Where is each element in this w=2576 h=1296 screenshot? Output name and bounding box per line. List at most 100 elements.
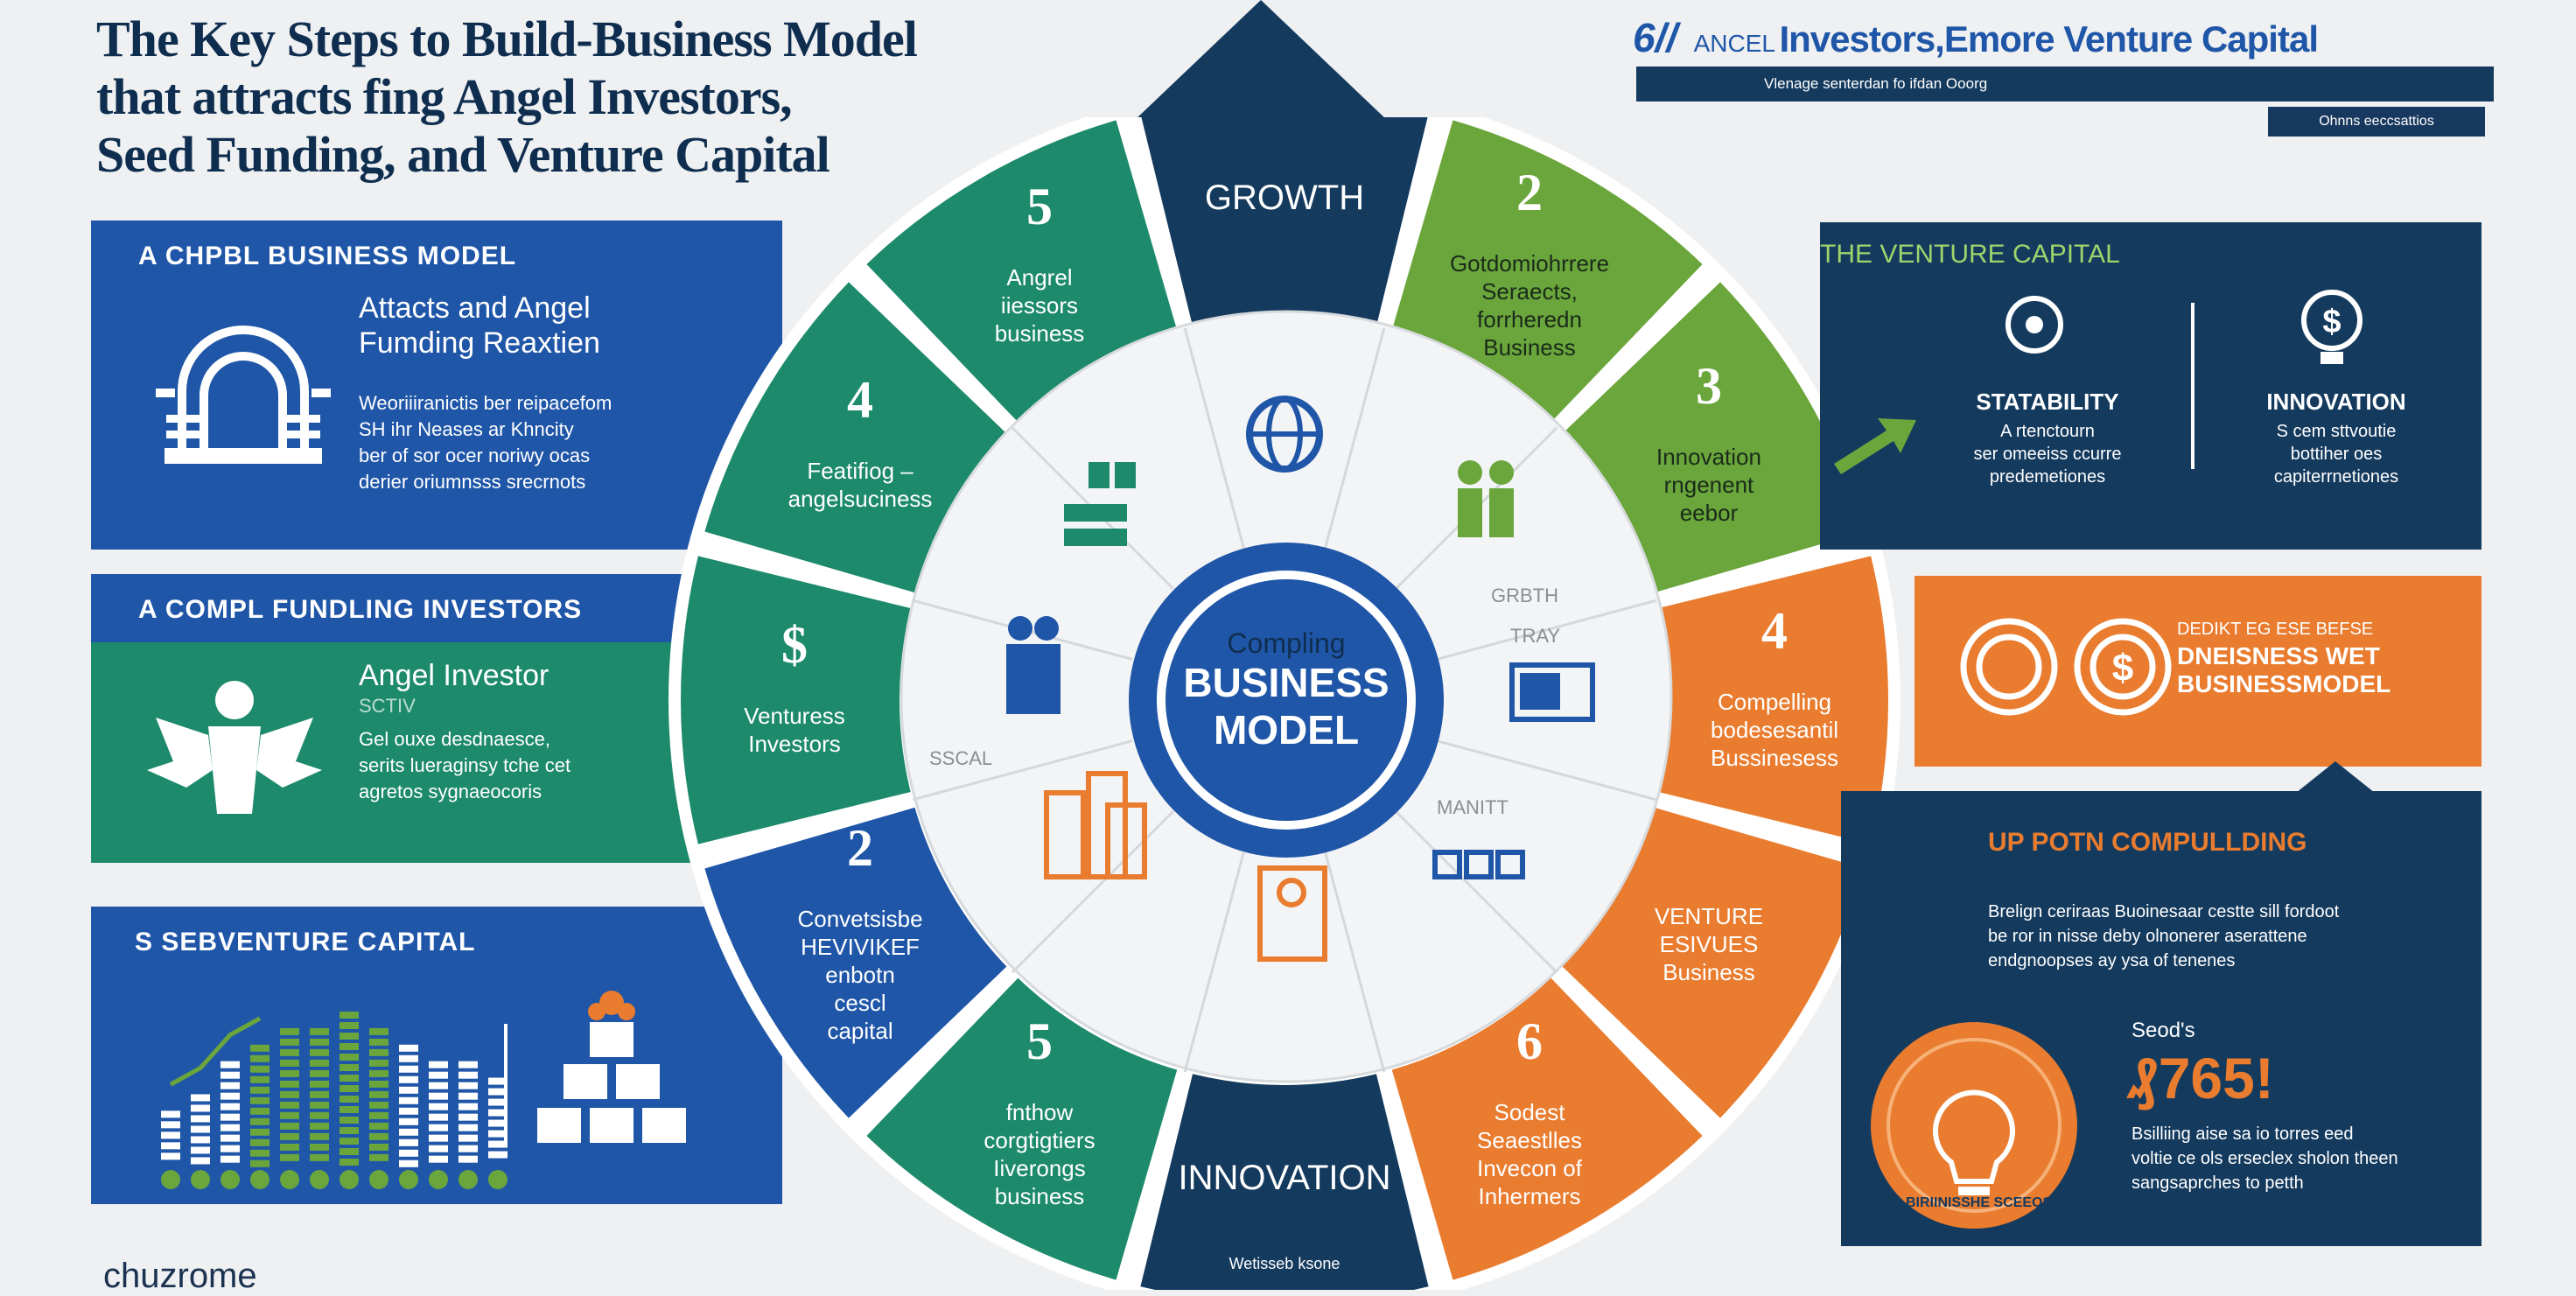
bar-segment (369, 1038, 388, 1046)
bar-marker (458, 1170, 478, 1189)
bar-segment (488, 1109, 508, 1117)
wheel-segment-text: INNOVATION (1179, 1159, 1391, 1197)
arch-icon (156, 326, 331, 464)
wheel-segment-text: capital (827, 1018, 892, 1044)
top-right-bar: Vlenage senterdan fo ifdan Ooorg (1636, 67, 2494, 102)
wheel-segment-text: business (995, 1183, 1085, 1209)
center-line-1: Compling (1227, 627, 1345, 659)
stability-body: A rtenctourn ser omeeiss ccurre predemet… (1942, 420, 2152, 488)
bar-segment (340, 1033, 359, 1040)
bar-segment (458, 1092, 478, 1100)
bar-segment (310, 1132, 329, 1140)
calculator-icon (1257, 865, 1327, 962)
bar-segment (220, 1071, 240, 1079)
wheel-segment-text: 4 (847, 371, 873, 429)
bar-segment (280, 1132, 299, 1140)
bar-segment (191, 1094, 210, 1102)
bar-segment (280, 1111, 299, 1119)
wheel-segment-s6 (1391, 977, 1703, 1280)
dollar-bulb-icon: $ (2301, 290, 2362, 364)
target-icons: $ (1960, 618, 2172, 716)
bar-segment (280, 1038, 299, 1046)
bar-segment (340, 1106, 359, 1113)
innovation-line: S cem sttvoutie (2276, 422, 2397, 441)
bar-segment (220, 1103, 240, 1110)
trend-line (169, 1016, 262, 1087)
wheel-segment-text: 5 (1026, 1012, 1053, 1070)
panel2-line: agretos sygnaeocoris (359, 781, 542, 802)
bar-segment (310, 1111, 329, 1119)
bar-segment (220, 1134, 240, 1142)
bar-segment (369, 1048, 388, 1056)
bar-segment (369, 1027, 388, 1035)
boxes-icon (1064, 462, 1136, 546)
bar-segment (458, 1134, 478, 1142)
bar-segment (399, 1159, 418, 1167)
stat-line: Bsilliing aise sa io torres eed (2132, 1124, 2354, 1144)
bar-segment (429, 1092, 448, 1100)
coin-badge: BIRIINISSHE SCEEOSID (1843, 1006, 2149, 1234)
angel-investor-icon (147, 681, 322, 814)
bar-segment (399, 1044, 418, 1052)
panel2-line: Gel ouxe desdnaesce, (359, 728, 550, 750)
wheel-segment-s4 (704, 282, 1007, 593)
wheel-segment-s2 (1391, 120, 1703, 423)
wheel-segment-text: rngenent (1664, 472, 1754, 498)
wheel-spoke (1395, 810, 1558, 974)
bar-segment (161, 1110, 180, 1118)
bar-segment (429, 1103, 448, 1110)
left-panel-funding-investors: A COMPL FUNDLING INVESTORS Angel Investo… (91, 574, 782, 863)
header-ancel: ANCEL (1693, 30, 1775, 57)
wheel-segment-text: forrheredn (1477, 306, 1582, 333)
bar-segment (280, 1122, 299, 1130)
wheel-segment-text: enbotn (825, 962, 895, 988)
green-arrow-icon (1834, 418, 1916, 474)
bar-segment (340, 1148, 359, 1155)
bar-segment (458, 1155, 478, 1163)
bar-segment (429, 1082, 448, 1089)
bar-segment (369, 1122, 388, 1130)
stat-line: sangsaprches to petth (2132, 1173, 2304, 1193)
bar-segment (429, 1134, 448, 1142)
panel2-tag: SCTIV (359, 695, 416, 717)
bar-segment (399, 1138, 418, 1146)
bar-segment (488, 1140, 508, 1148)
panel1-subtitle: Attacts and Angel Fumding Reaxtien (359, 291, 600, 360)
bar-segment (369, 1090, 388, 1098)
bar-segment (458, 1061, 478, 1068)
stability-title: STATABILITY (1976, 389, 2119, 415)
bar-chart (161, 1012, 508, 1189)
bar-segment (280, 1090, 299, 1098)
orange-text-2: DNEISNESS WET (2177, 642, 2380, 669)
bar-segment (340, 1075, 359, 1082)
bar-segment (458, 1145, 478, 1152)
bar-segment (310, 1143, 329, 1151)
wheel-spoke (912, 739, 1133, 802)
wheel-segment-text: Compelling (1718, 689, 1831, 715)
bar-marker (429, 1170, 448, 1189)
wheel-segment-s5b (866, 977, 1178, 1280)
panel1-body: Weoriiiranictis ber reipacefom SH ihr Ne… (359, 390, 709, 495)
bar-marker (161, 1170, 180, 1189)
wheel-segment-text: 5 (1026, 178, 1053, 235)
right-panel-orange: $ DEDIKT EG ESE BEFSE DNEISNESS WET BUSI… (1914, 576, 2482, 767)
bar-segment (191, 1115, 210, 1123)
bar-segment (280, 1143, 299, 1151)
bar-segment (310, 1101, 329, 1109)
bar-segment (280, 1101, 299, 1109)
bar-segment (280, 1048, 299, 1056)
bar-segment (191, 1104, 210, 1112)
bar-segment (250, 1128, 270, 1136)
top-right-header: 6// ANCEL Investors,Emore Venture Capita… (1633, 14, 2552, 61)
wheel-segment-s5 (866, 120, 1178, 423)
wheel-segment-text: Bussinesess (1711, 745, 1838, 771)
bar-segment (340, 1127, 359, 1134)
bar-segment (369, 1101, 388, 1109)
wheel-segment-s2b (704, 807, 1007, 1118)
bar-segment (458, 1113, 478, 1121)
wheel-segment-text: fnthow (1006, 1099, 1074, 1125)
watermark: chuzrome (103, 1257, 257, 1295)
bar-segment (191, 1157, 210, 1165)
wheel-segment-text: HEVIVIKEF (801, 934, 920, 960)
bar-marker (340, 1170, 359, 1189)
